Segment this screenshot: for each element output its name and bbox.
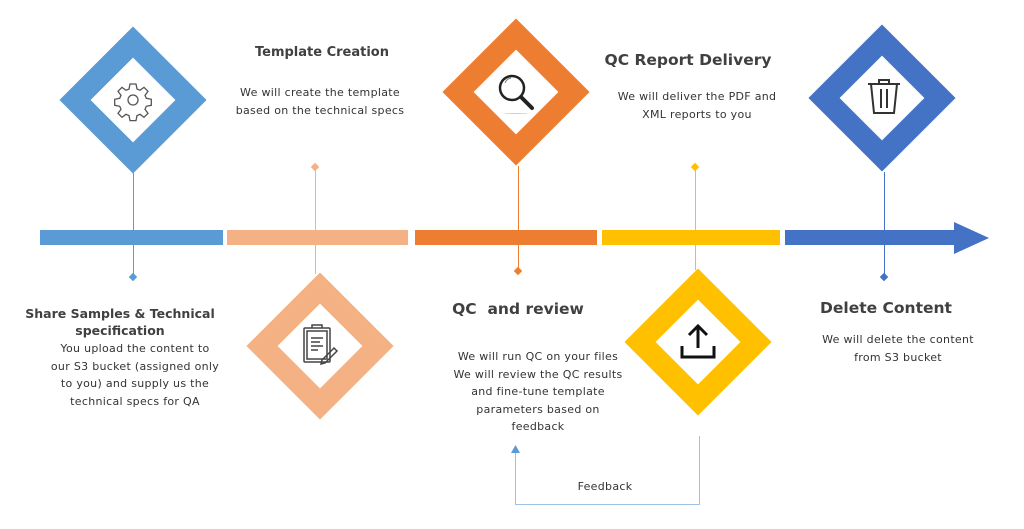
timeline-segment-2 (227, 230, 408, 245)
description-line: We will run QC on your files (457, 350, 619, 363)
step-1-description: You upload the content to our S3 bucket … (30, 340, 240, 410)
description-line: based on the technical specs (235, 103, 405, 117)
step-5-description: We will delete the content from S3 bucke… (798, 331, 998, 366)
clipboard-icon (303, 324, 339, 366)
timeline-segment-1 (40, 230, 223, 245)
connector-dot-2 (310, 162, 320, 172)
description-line: We will review the QC results (453, 367, 623, 381)
feedback-line-left (515, 452, 516, 505)
step-1-title-line-1: Share Samples & Technical (25, 306, 215, 321)
step-1-title: Share Samples & Technical specification (20, 305, 220, 339)
timeline-segment-3 (415, 230, 597, 245)
description-line: parameters based on (476, 402, 600, 416)
magnifier-icon (498, 74, 534, 114)
step-3-description: We will run QC on your files We will rev… (438, 348, 638, 436)
description-line: feedback (511, 420, 565, 433)
connector-line-2 (315, 168, 316, 274)
step-4-description: We will deliver the PDF and XML reports … (597, 88, 797, 123)
connector-dot-3 (513, 266, 523, 276)
upload-icon (680, 323, 716, 359)
description-line: XML reports to you (642, 107, 752, 121)
trash-icon (868, 79, 900, 114)
description-line: our S3 bucket (assigned only (50, 359, 220, 373)
description-line: to you) and supply us the (60, 377, 210, 390)
connector-dot-5 (879, 272, 889, 282)
connector-line-5 (884, 172, 885, 276)
step-2-description: We will create the template based on the… (220, 84, 420, 119)
feedback-label: Feedback (577, 480, 633, 493)
connector-line-1 (133, 172, 134, 276)
connector-dot-4 (690, 162, 700, 172)
description-line: We will delete the content (822, 333, 974, 346)
feedback-line-right (699, 436, 700, 505)
description-line: You upload the content to (60, 342, 210, 355)
connector-dot-1 (128, 272, 138, 282)
connector-line-3 (518, 166, 519, 270)
step-5-title: Delete Content (820, 299, 952, 317)
timeline-arrow-head-icon (954, 222, 989, 254)
description-line: from S3 bucket (854, 350, 942, 364)
description-line: We will create the template (240, 86, 400, 99)
step-4-title: QC Report Delivery (604, 51, 772, 69)
step-1-title-line-2: specification (75, 323, 165, 338)
connector-line-4 (695, 168, 696, 270)
description-line: and fine-tune template (471, 385, 605, 398)
description-line: We will deliver the PDF and (617, 90, 777, 103)
step-2-title: Template Creation (255, 45, 389, 60)
timeline-segment-5 (785, 230, 955, 245)
step-3-title: QC and review (452, 300, 584, 318)
description-line: technical specs for QA (70, 394, 200, 408)
timeline-segment-4 (602, 230, 780, 245)
gear-icon (114, 83, 152, 122)
feedback-arrow-up-icon (511, 445, 520, 453)
feedback-line-bottom (515, 504, 700, 505)
